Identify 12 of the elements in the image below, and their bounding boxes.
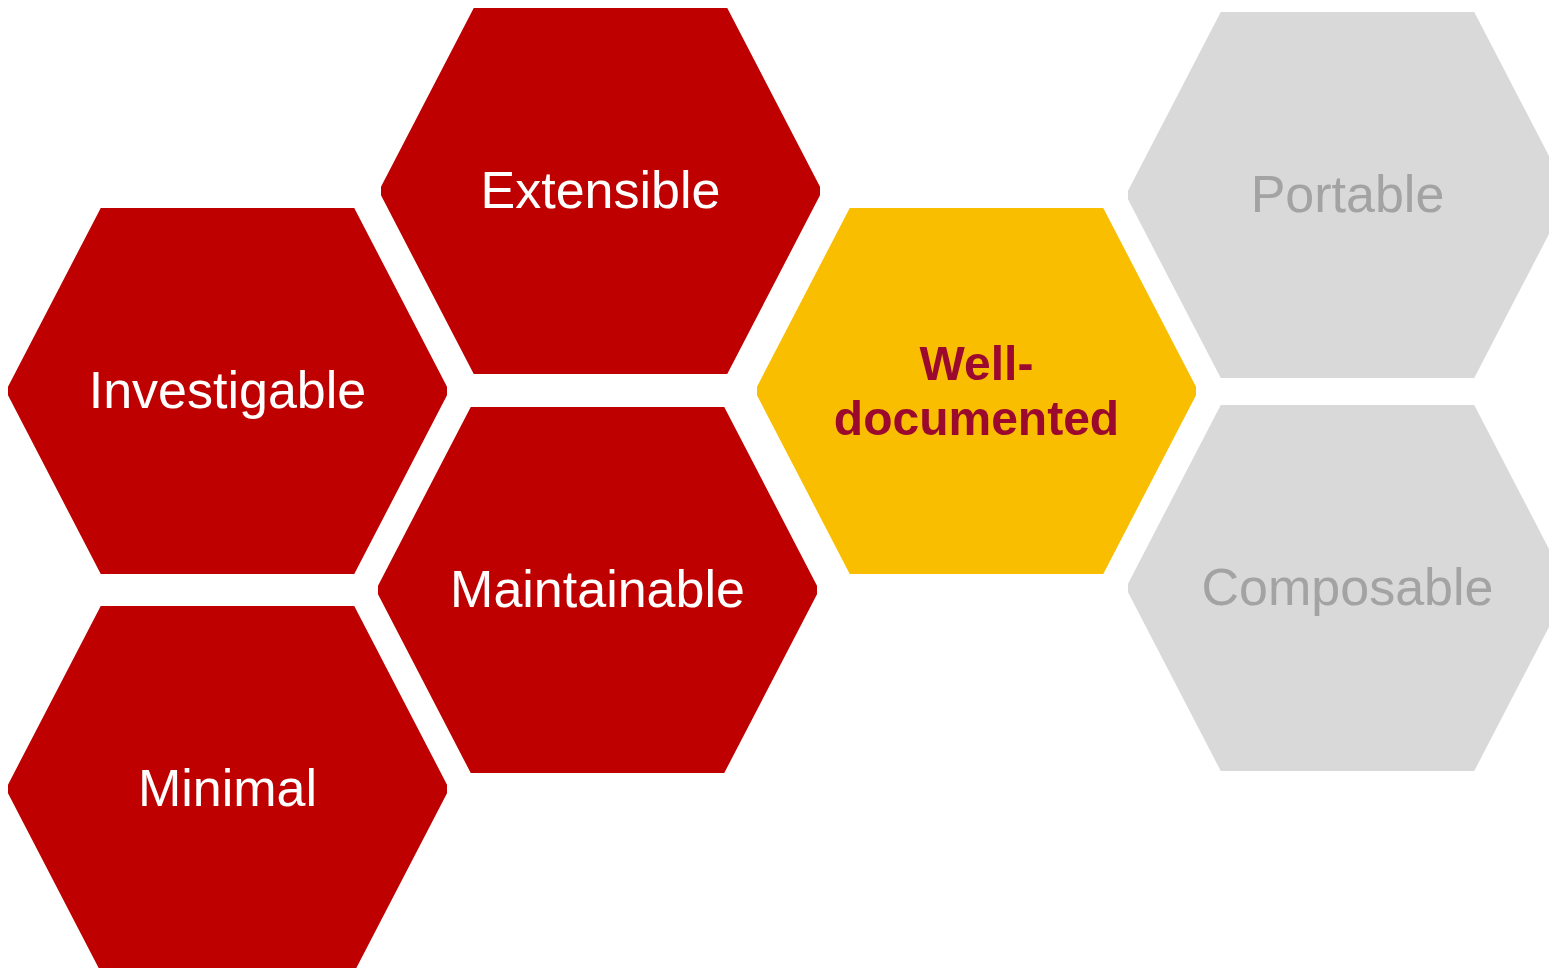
hexagon-label: Well-documented	[832, 335, 1121, 447]
hexagon-tile	[757, 208, 1196, 574]
hexagon-label: Extensible	[480, 161, 721, 221]
hexagon-tile	[1128, 405, 1549, 771]
hexagon-label: Investigable	[88, 361, 367, 421]
hexagon-label: Minimal	[137, 759, 318, 819]
hexagon-tile	[1128, 12, 1549, 378]
hexagon-tile	[8, 208, 447, 574]
hexagon-tile	[381, 8, 820, 374]
hexagon-tile	[378, 407, 817, 773]
hexagon-tile	[8, 606, 447, 968]
hexagon-label: Maintainable	[450, 560, 745, 620]
